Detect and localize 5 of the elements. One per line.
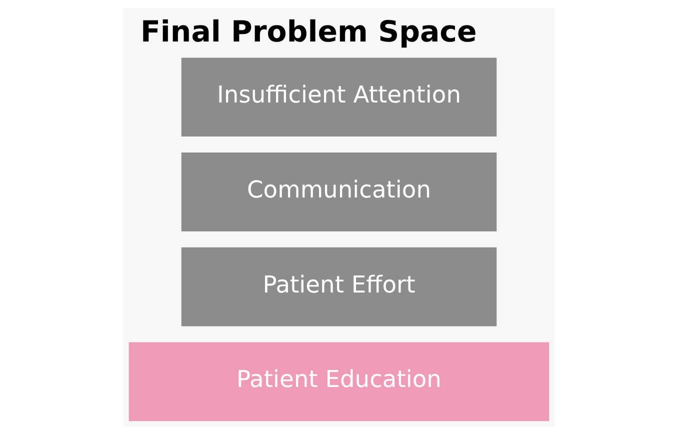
diagram-title: Final Problem Space <box>140 14 476 49</box>
node-box: Patient Effort <box>180 247 496 326</box>
node-box: Insufficient Attention <box>180 58 496 136</box>
node-box: Patient Education <box>128 342 549 422</box>
node-box: Communication <box>180 152 496 232</box>
